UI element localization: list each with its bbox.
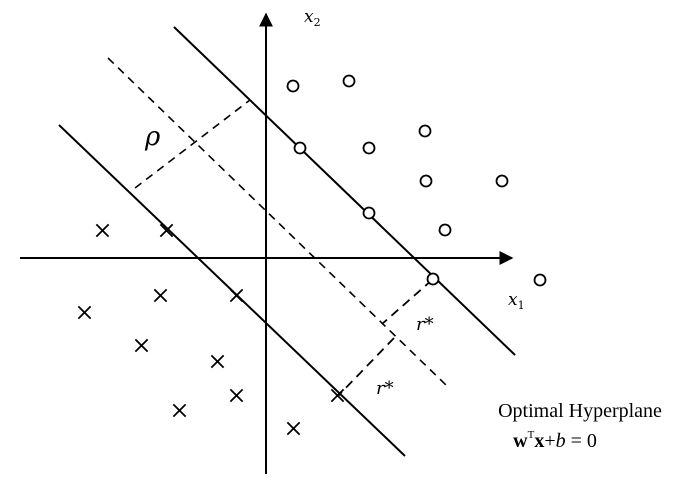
cross-class-points [77,223,345,436]
margin-width-indicator [134,99,251,189]
circle-point [495,174,509,188]
distance-label-lower: r* [376,378,394,399]
caption-equation: wTx+b = 0 [513,429,597,452]
cross-point [229,288,244,303]
circle-point [426,272,440,286]
caption-title: Optimal Hyperplane [498,400,662,422]
circle-point [342,74,356,88]
cross-point [172,403,187,418]
cross-point [159,223,174,238]
circle-point [533,273,547,287]
circle-point [419,174,433,188]
cross-point [286,421,301,436]
cross-point [95,223,110,238]
circle-point [438,223,452,237]
circle-point [418,124,432,138]
distance-indicator-upper [381,279,433,325]
cross-point [229,388,244,403]
cross-point [77,305,92,320]
x2-axis-label: x2 [304,7,321,29]
circle-point [362,206,376,220]
circle-point [362,141,376,155]
circle-class-points [286,74,547,287]
distance-indicator-lower [337,337,395,397]
margin-label-rho: ρ [144,122,161,152]
cross-point [134,338,149,353]
circle-point [286,79,300,93]
circle-point [293,141,307,155]
x1-axis-label: x1 [508,290,525,312]
cross-point [330,388,345,403]
upper-margin-hyperplane [173,26,516,356]
cross-point [210,354,225,369]
cross-point [153,288,168,303]
distance-label-upper: r* [416,314,434,335]
